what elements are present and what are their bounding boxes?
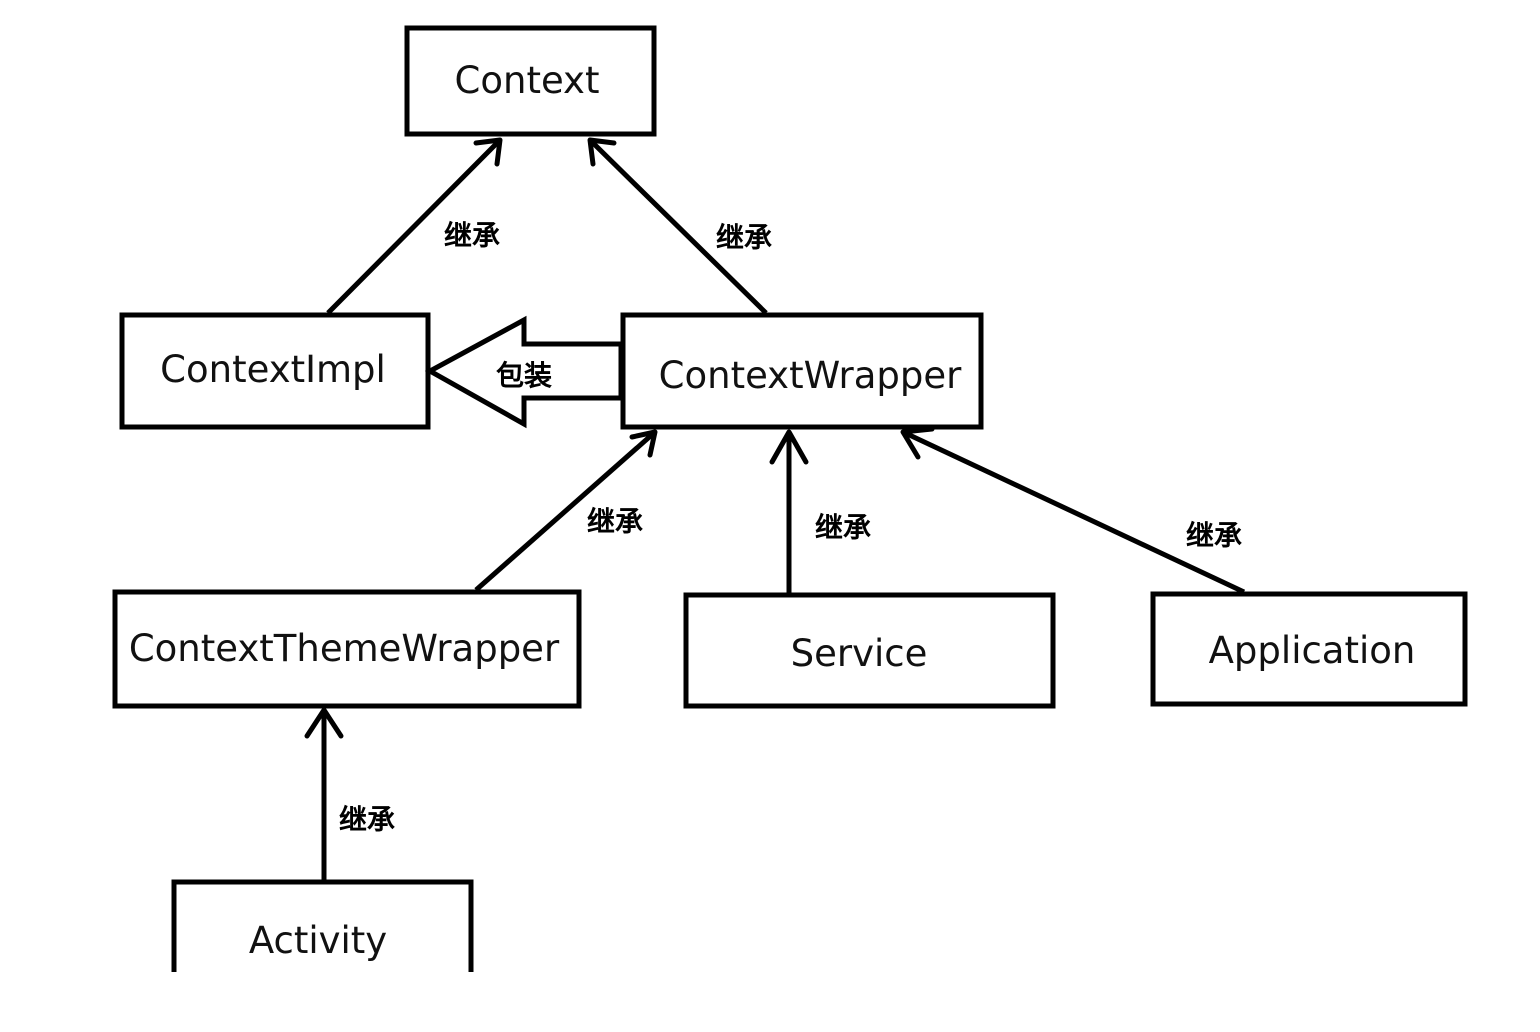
node-context-impl: ContextImpl bbox=[119, 312, 431, 430]
edge-wrapper-to-context-label: 继承 bbox=[716, 221, 772, 254]
edge-impl-to-context-label: 继承 bbox=[444, 219, 500, 252]
edge-impl-to-context: 继承 bbox=[326, 137, 503, 315]
edge-wrapper-wraps-impl-label: 包装 bbox=[496, 359, 552, 392]
edge-activity-to-theme-wrapper: 继承 bbox=[304, 707, 395, 880]
edge-application-to-wrapper-label: 继承 bbox=[1186, 519, 1242, 552]
node-service-label: Service bbox=[791, 632, 928, 675]
node-activity-label: Activity bbox=[249, 919, 387, 962]
node-context-theme-wrapper: ContextThemeWrapper bbox=[112, 589, 582, 709]
edge-wrapper-wraps-impl: 包装 bbox=[424, 315, 624, 429]
node-activity: Activity bbox=[171, 879, 474, 972]
node-context: Context bbox=[404, 25, 657, 137]
edge-theme-wrapper-to-wrapper-label: 继承 bbox=[587, 505, 643, 538]
edge-service-to-wrapper: 继承 bbox=[769, 429, 871, 593]
node-context-label: Context bbox=[455, 59, 600, 102]
edge-service-to-wrapper-label: 继承 bbox=[815, 511, 871, 544]
edge-theme-wrapper-to-wrapper: 继承 bbox=[474, 429, 658, 592]
node-application-label: Application bbox=[1209, 629, 1416, 672]
node-application: Application bbox=[1150, 591, 1468, 707]
node-context-wrapper: ContextWrapper bbox=[620, 312, 984, 430]
edge-wrapper-to-context: 继承 bbox=[587, 137, 772, 315]
node-context-impl-label: ContextImpl bbox=[160, 348, 386, 391]
edge-activity-to-theme-wrapper-label: 继承 bbox=[339, 803, 395, 836]
node-service: Service bbox=[683, 592, 1056, 709]
edge-application-to-wrapper: 继承 bbox=[900, 426, 1246, 595]
node-context-theme-wrapper-label: ContextThemeWrapper bbox=[129, 627, 560, 670]
node-context-wrapper-label: ContextWrapper bbox=[659, 354, 962, 397]
